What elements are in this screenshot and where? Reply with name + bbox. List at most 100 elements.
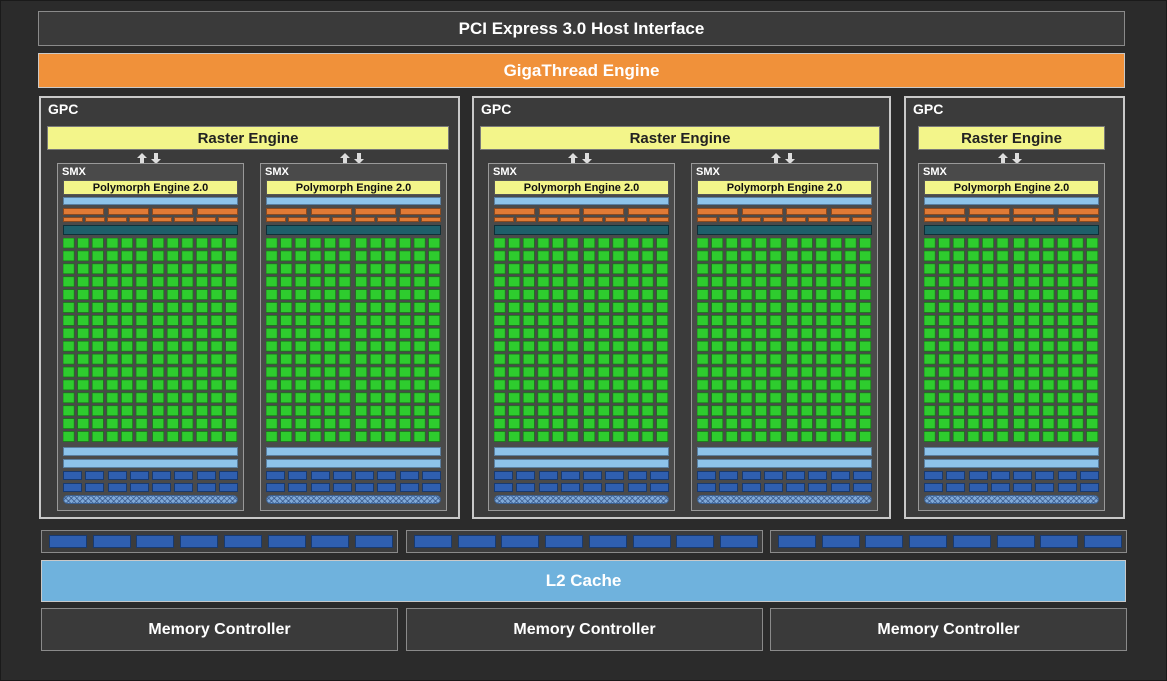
bidirectional-arrows-icon	[771, 153, 795, 164]
texture-unit	[516, 483, 536, 492]
l2-partition-block	[354, 535, 393, 548]
texture-unit	[288, 471, 308, 480]
texture-unit-row	[63, 483, 238, 492]
texture-unit	[129, 483, 149, 492]
warp-scheduler	[786, 208, 828, 215]
raster-engine: Raster Engine	[47, 126, 449, 150]
dispatch-unit	[829, 217, 850, 222]
texture-unit	[494, 471, 513, 480]
l2-partition-block	[311, 535, 350, 548]
register-file	[494, 225, 669, 235]
interconnect-network	[494, 447, 669, 456]
smx-label: SMX	[696, 166, 720, 178]
shared-memory-l1-cache	[697, 459, 872, 468]
texture-unit	[310, 471, 330, 480]
texture-unit	[560, 471, 580, 480]
texture-unit	[786, 483, 806, 492]
instruction-cache	[266, 197, 441, 205]
texture-unit	[786, 471, 806, 480]
texture-unit	[332, 471, 352, 480]
texture-unit	[85, 471, 105, 480]
gigathread-label: GigaThread Engine	[503, 60, 660, 80]
texture-unit	[697, 483, 716, 492]
warp-scheduler	[152, 208, 194, 215]
dispatch-unit	[1078, 217, 1099, 222]
l2-partition-block	[223, 535, 262, 548]
l2-partition-block	[180, 535, 219, 548]
dispatch-unit	[332, 217, 353, 222]
dispatch-unit	[129, 217, 150, 222]
interconnect-network	[697, 447, 872, 456]
dispatch-unit	[697, 217, 717, 222]
bidirectional-arrows-icon	[568, 153, 592, 164]
l2-cache-label: L2 Cache	[545, 571, 622, 590]
texture-unit	[107, 483, 127, 492]
shared-memory-l1-cache	[494, 459, 669, 468]
texture-unit	[627, 471, 647, 480]
texture-unit	[196, 471, 216, 480]
memory-controller-label: Memory Controller	[513, 620, 656, 638]
dispatch-unit	[195, 217, 216, 222]
register-file	[266, 225, 441, 235]
texture-unit	[85, 483, 105, 492]
gpc-label: GPC	[48, 101, 79, 117]
texture-unit-row	[266, 483, 441, 492]
dispatch-unit	[354, 217, 375, 222]
shared-memory-l1-cache	[63, 459, 238, 468]
interconnect-network	[63, 447, 238, 456]
gpc-label: GPC	[913, 101, 944, 117]
warp-scheduler	[63, 208, 104, 215]
texture-unit-row	[924, 471, 1099, 480]
dispatch-unit	[968, 217, 989, 222]
warp-scheduler	[107, 208, 149, 215]
smx-label: SMX	[62, 166, 86, 178]
dispatch-unit	[560, 217, 581, 222]
dispatch-unit	[107, 217, 128, 222]
l2-partition-block	[952, 535, 991, 548]
l2-partition-block	[501, 535, 540, 548]
register-file	[697, 225, 872, 235]
dispatch-unit	[1034, 217, 1055, 222]
texture-unit	[377, 471, 397, 480]
dispatch-unit	[288, 217, 309, 222]
texture-unit	[152, 471, 172, 480]
warp-scheduler	[196, 208, 238, 215]
texture-unit	[538, 483, 558, 492]
instruction-cache	[63, 197, 238, 205]
texture-unit	[583, 471, 603, 480]
texture-unit	[719, 471, 739, 480]
texture-unit	[1057, 483, 1077, 492]
dispatch-unit	[310, 217, 331, 222]
shared-memory-l1-cache	[924, 459, 1099, 468]
texture-unit	[174, 483, 194, 492]
register-file	[63, 225, 238, 235]
dispatch-unit	[763, 217, 784, 222]
dispatch-unit	[63, 217, 83, 222]
polymorph-engine: Polymorph Engine 2.0	[63, 180, 238, 195]
dispatch-unit	[946, 217, 967, 222]
raster-engine: Raster Engine	[918, 126, 1105, 150]
dispatch-unit	[719, 217, 740, 222]
l2-partition-block	[267, 535, 306, 548]
texture-unit	[196, 483, 216, 492]
memory-controller: Memory Controller	[406, 608, 763, 651]
bidirectional-arrows-icon	[340, 153, 364, 164]
cuda-core-grid	[494, 238, 669, 442]
interconnect-network	[924, 447, 1099, 456]
texture-unit	[605, 471, 625, 480]
texture-unit	[968, 483, 988, 492]
dispatch-unit	[538, 217, 559, 222]
interconnect-network	[266, 447, 441, 456]
texture-unit	[1013, 483, 1033, 492]
texture-unit	[538, 471, 558, 480]
warp-scheduler	[538, 208, 580, 215]
warp-scheduler-row	[697, 208, 872, 215]
dispatch-unit	[648, 217, 669, 222]
l2-partition-block	[92, 535, 131, 548]
texture-unit	[218, 483, 238, 492]
l2-partition-block	[136, 535, 175, 548]
texture-unit	[808, 471, 828, 480]
smx-unit: SMX Polymorph Engine 2.0	[57, 163, 244, 511]
